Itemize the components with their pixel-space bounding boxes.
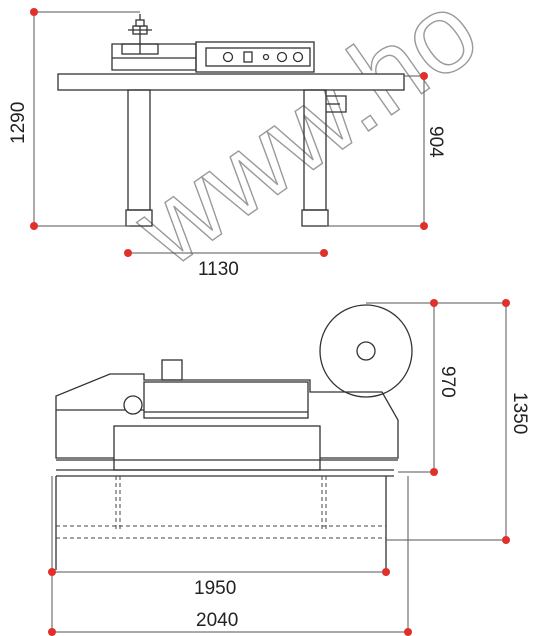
carriage <box>111 41 315 73</box>
dimension-marker <box>48 628 56 636</box>
table-top <box>57 73 405 91</box>
dimension-marker <box>420 222 428 230</box>
knob-icon <box>276 51 288 63</box>
indicator-icon <box>262 53 270 61</box>
dim-inner-length-label: 1950 <box>194 578 236 599</box>
dim-table-height-label: 904 <box>425 126 446 158</box>
dimension-marker <box>502 536 510 544</box>
dimension-marker <box>30 8 38 16</box>
roller-icon <box>123 395 143 415</box>
film-reel <box>319 304 413 398</box>
dimension-marker <box>430 299 438 307</box>
knob-icon <box>292 51 304 63</box>
dimension-marker <box>382 568 390 576</box>
top-view <box>55 304 413 570</box>
dimension-marker <box>48 568 56 576</box>
top-view-dimensions: 970 1350 1950 2040 <box>48 299 530 636</box>
dim-leg-span-label: 1130 <box>198 259 239 280</box>
control-panel <box>222 51 304 63</box>
dimension-marker <box>124 249 132 257</box>
dimension-marker <box>502 299 510 307</box>
dim-overall-height-label: 1290 <box>8 102 29 144</box>
handwheel-assembly <box>121 14 159 55</box>
dim-overall-depth-label: 1350 <box>509 392 530 434</box>
table-legs <box>125 89 347 227</box>
lower-platen <box>113 425 321 471</box>
dim-overall-length-label: 2040 <box>196 610 238 631</box>
hidden-lines <box>56 476 386 539</box>
dimension-marker <box>430 468 438 476</box>
knob-icon <box>222 51 234 63</box>
dim-reel-depth-label: 970 <box>437 366 458 398</box>
dimension-marker <box>420 72 428 80</box>
switch-icon <box>243 51 253 63</box>
dimension-marker <box>30 222 38 230</box>
dimension-marker <box>320 249 328 257</box>
dimension-marker <box>404 628 412 636</box>
front-view-dimensions: 1290 904 1130 <box>8 8 446 280</box>
front-view <box>57 14 405 227</box>
motor-block <box>161 359 183 381</box>
